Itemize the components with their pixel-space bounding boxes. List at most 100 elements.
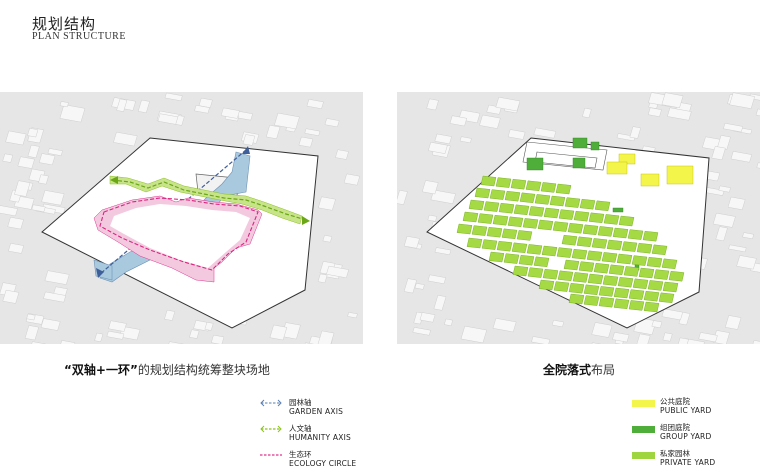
page-subtitle: PLAN STRUCTURE [32,31,126,42]
context-building [661,92,684,109]
context-building [434,247,452,256]
context-building [2,153,14,163]
courtyard-diagram [397,92,760,344]
context-building [413,311,424,325]
context-building [492,318,517,333]
context-building [210,334,225,344]
private-yard-block [474,187,491,199]
private-yard-block [489,189,506,200]
context-building [94,332,104,343]
private-yard-block [556,247,573,258]
private-yard-block [598,286,615,297]
context-building [460,325,488,344]
context-building [427,274,447,285]
context-building [716,135,731,150]
context-building [507,129,526,140]
context-building [31,341,47,344]
private-yard-block [621,241,638,252]
context-building [736,255,757,270]
private-yard-block [496,240,513,252]
context-building [718,185,731,193]
private-yard-block [534,194,551,205]
context-building [551,319,565,328]
private-yard-block [617,276,634,288]
context-building [434,133,452,145]
private-yard-block [555,183,572,195]
context-building [667,107,692,121]
private-yards [456,175,685,313]
private-yard-block [643,290,660,302]
private-yard-block [613,298,630,310]
context-building [168,341,185,344]
context-building [343,173,361,186]
context-building [164,92,183,102]
context-building [661,308,684,321]
context-building [317,196,336,211]
context-building [531,336,551,344]
context-building [24,325,40,341]
context-building [433,294,447,311]
context-building [7,216,24,230]
context-building [756,162,760,169]
context-building [204,321,214,331]
context-building [729,92,756,109]
context-building [47,148,63,156]
context-building [678,337,689,344]
private-yard-block [568,293,585,305]
context-building [189,329,200,339]
context-building [449,115,468,127]
context-building [324,118,340,128]
context-building [198,97,213,108]
context-building [194,104,210,114]
context-building [274,112,300,130]
context-building [730,151,753,163]
context-building [38,153,56,166]
context-building [175,115,185,126]
private-yard-block [573,210,590,222]
private-yard-block [579,198,596,210]
context-building [304,128,321,137]
context-building [636,333,651,344]
private-yard-block [526,244,543,255]
context-buildings [0,92,361,344]
private-yard-block [583,284,600,296]
context-building [43,291,67,303]
context-building [421,180,439,195]
context-building [38,174,49,185]
private-yard-block [651,244,668,256]
context-building [265,124,281,140]
private-yard-block [471,225,488,236]
private-yard-swatch [632,452,655,459]
context-building [17,156,35,169]
private-yard-block [501,228,518,240]
context-building [108,320,127,332]
private-yard-block [549,195,566,207]
private-yard-block [594,200,611,212]
context-building [662,332,673,342]
private-yard-block [528,206,545,217]
context-building [414,282,425,290]
private-yard-block [638,267,655,279]
context-building [715,226,728,242]
context-building [60,340,76,344]
private-yard-block [606,239,623,251]
private-yard-block [646,256,663,268]
context-building [298,136,314,148]
private-yard-block [583,295,600,306]
private-yard-block [668,270,685,282]
private-yard-block [492,214,509,226]
private-yard-block [586,250,603,262]
private-yard-block [587,273,604,285]
context-building [752,340,760,344]
context-building [59,104,86,123]
private-yard-block [642,230,659,242]
context-building [31,204,46,213]
context-building [616,133,636,142]
context-building [723,122,744,133]
private-yard-block [477,213,494,224]
humanity-axis [109,175,310,225]
private-yard-block [582,224,599,236]
private-yard-block [480,175,497,187]
